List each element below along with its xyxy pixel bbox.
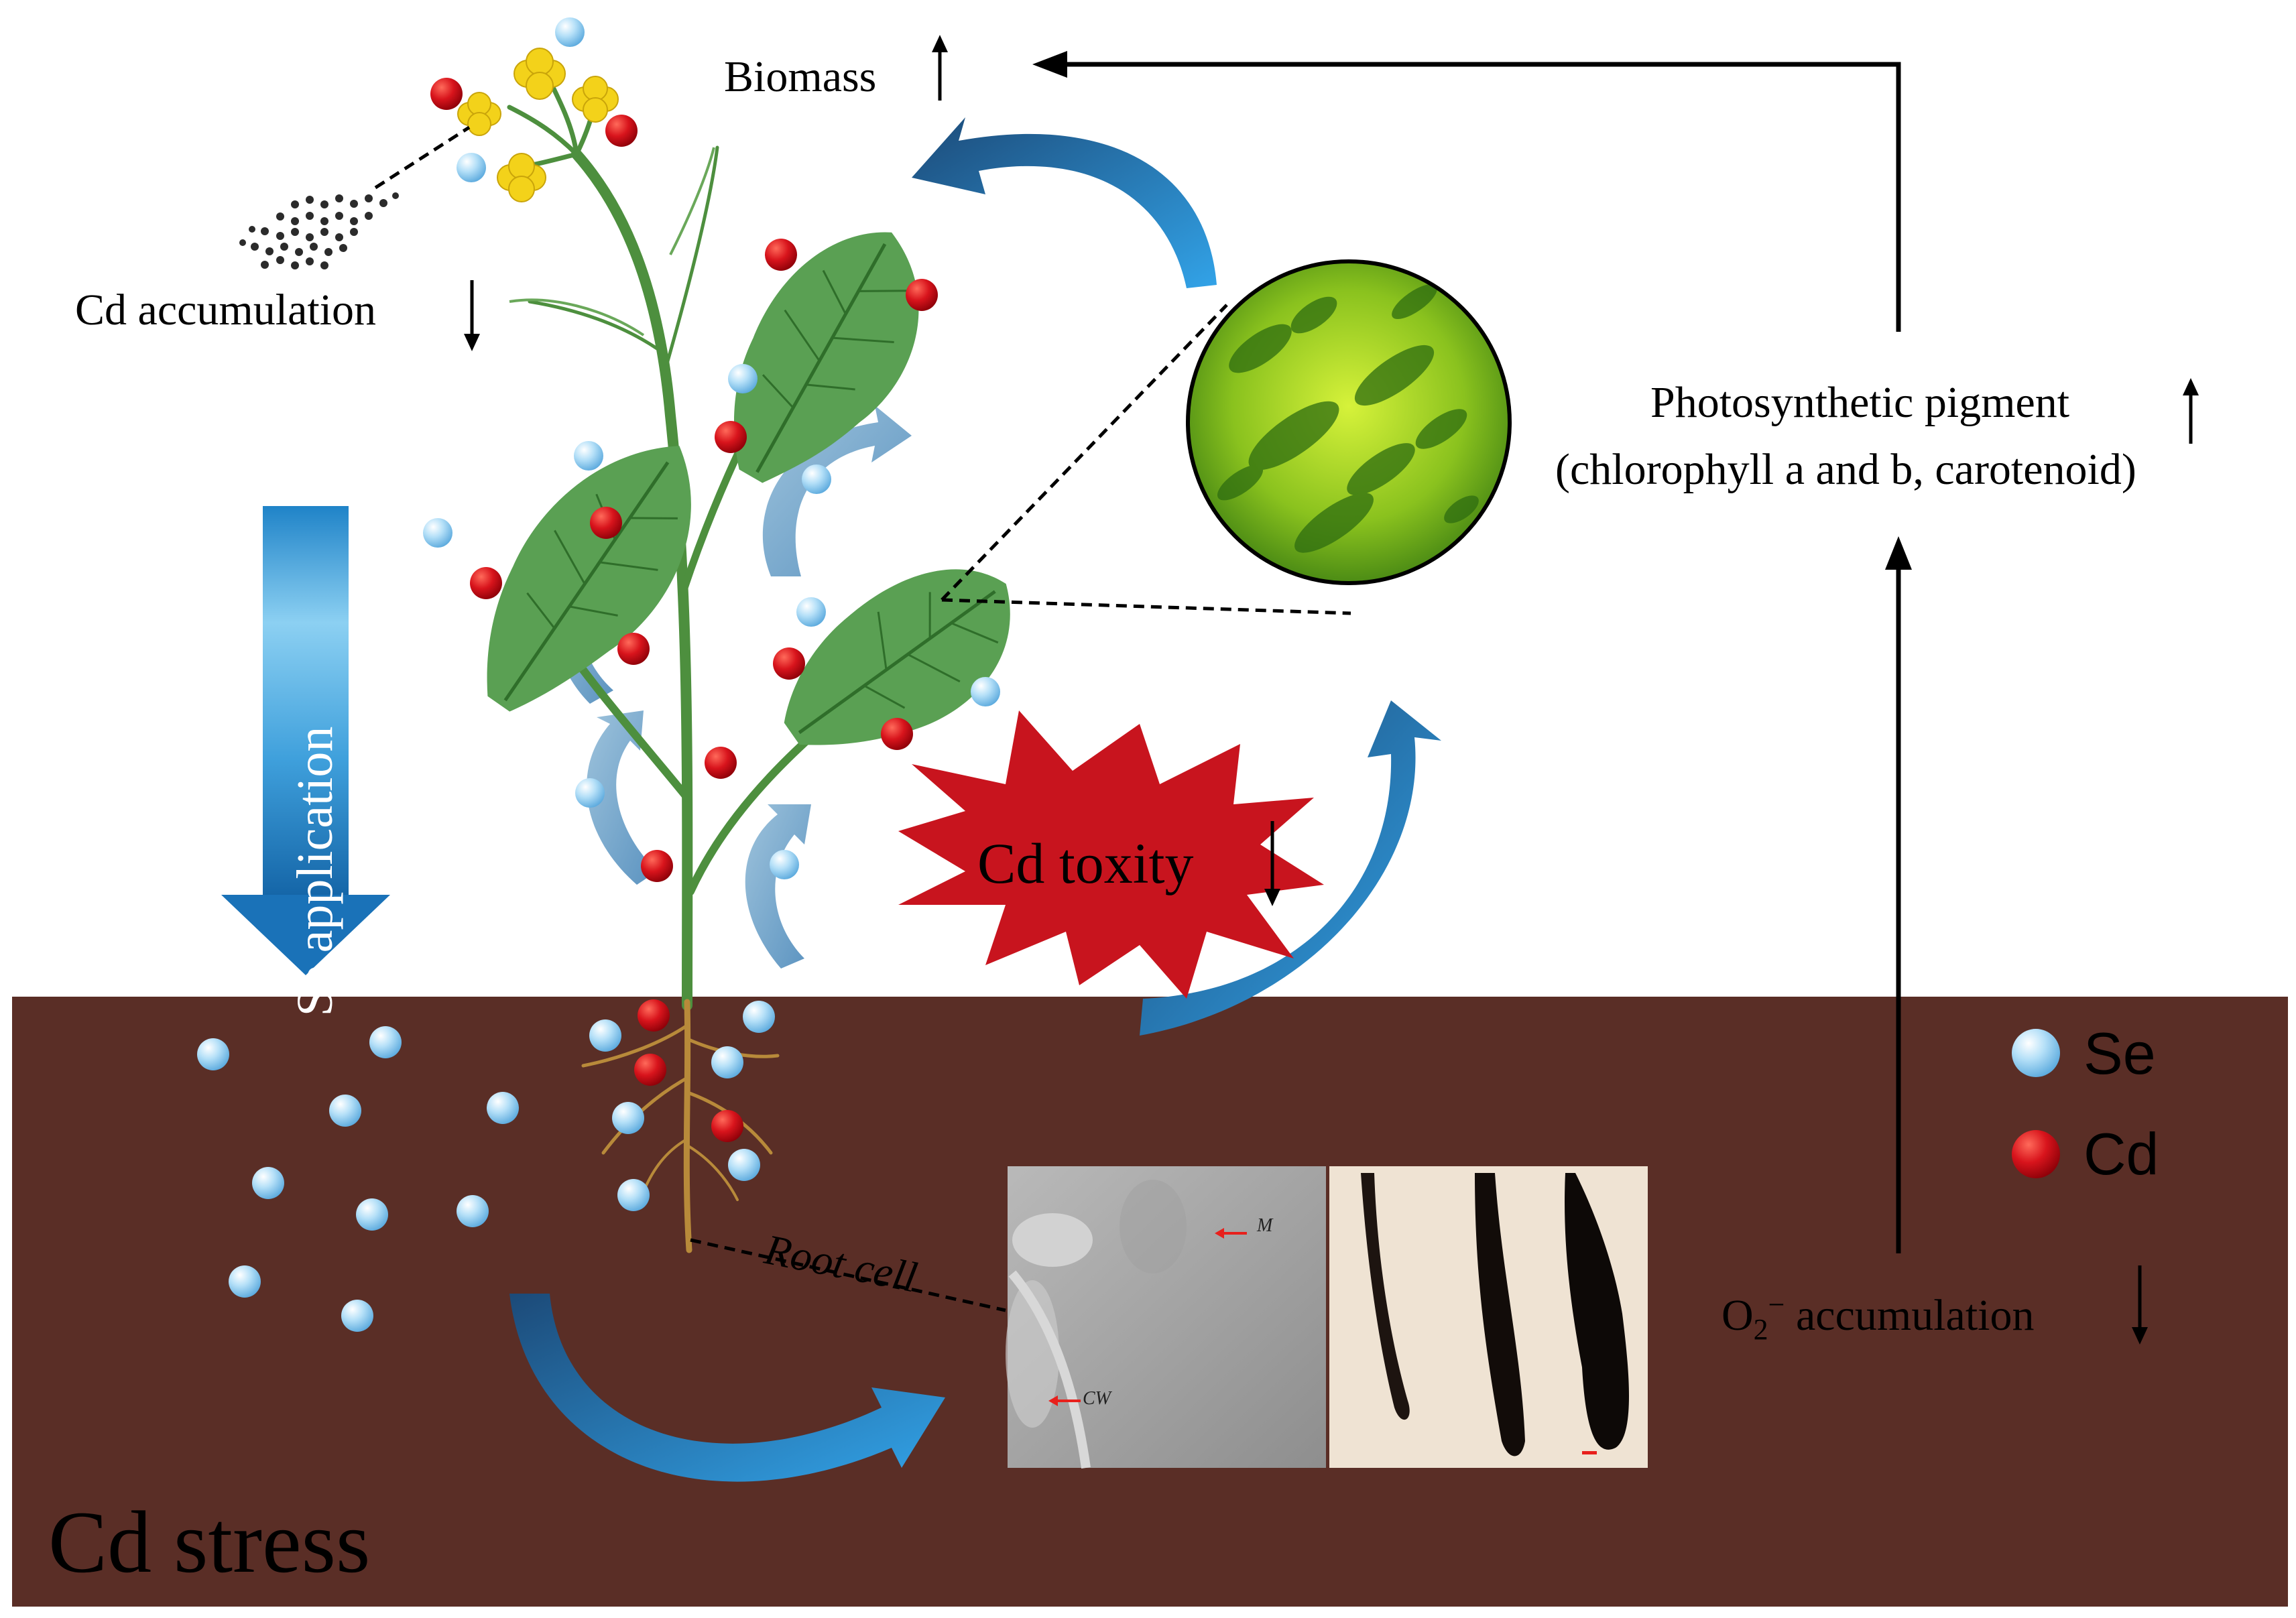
leaf-lower-right — [784, 569, 1010, 745]
biomass-arrowhead — [1032, 51, 1067, 78]
pigment-to-biomass-arrow — [1063, 62, 1901, 332]
micrograph-leader-lines — [941, 304, 1351, 615]
pigment-up-arrow — [2183, 378, 2199, 444]
pigment-arrowhead — [1885, 536, 1912, 570]
o2-subscript: 2 — [1753, 1313, 1768, 1347]
cd-accumulation-down-arrow — [464, 280, 480, 351]
leaf-to-biomass-curve — [912, 117, 1217, 288]
root-cell-tem-image — [1006, 1166, 1326, 1469]
root-tip-staining-image — [1329, 1166, 1648, 1468]
o2-base: O — [1721, 1291, 1754, 1340]
cd-accumulation-label: Cd accumulation — [75, 286, 377, 334]
biomass-label: Biomass — [724, 52, 877, 101]
cd-toxity-label: Cd toxity — [977, 831, 1194, 895]
cd-stress-label: Cd stress — [48, 1493, 371, 1591]
leaf-micrograph — [1186, 259, 1512, 585]
o2-down-arrow — [2132, 1265, 2148, 1345]
photosynthetic-pigment-label: Photosynthetic pigment — [1650, 378, 2070, 427]
cd-toxity-down-arrow — [1264, 821, 1280, 906]
uptake-curve-3 — [745, 804, 811, 969]
biomass-up-arrow — [932, 35, 948, 101]
se-particles — [197, 17, 2060, 1332]
se-application-label: Se application — [287, 726, 343, 1017]
soil-to-leaf-curve — [1140, 700, 1441, 1036]
leaf-upper-right — [734, 232, 919, 483]
micrograph-m-label: M — [1257, 1215, 1273, 1236]
o2-accumulation-label: O2− accumulation — [1721, 1290, 2035, 1345]
o2-superscript: − — [1768, 1288, 1785, 1321]
soil-to-rootcell-curve — [509, 1294, 945, 1482]
o2-rest: accumulation — [1785, 1291, 2035, 1340]
root-cell-leader-line — [690, 1238, 1006, 1312]
cd-toxity-burst — [898, 710, 1324, 999]
micrograph-cw-label: CW — [1083, 1388, 1111, 1409]
pigment-detail-label: (chlorophyll a and b, carotenoid) — [1555, 445, 2136, 494]
flowers — [457, 48, 619, 202]
seed-leader-line — [374, 125, 471, 190]
se-application-arrow — [221, 506, 390, 975]
uptake-curve-2 — [587, 710, 657, 885]
seed-cluster — [239, 192, 399, 269]
legend-cd-label: Cd — [2083, 1121, 2159, 1187]
grass-blades — [509, 147, 715, 336]
legend-se-label: Se — [2083, 1020, 2156, 1086]
cd-particles — [430, 78, 2060, 1178]
uptake-curve-1 — [762, 406, 912, 576]
